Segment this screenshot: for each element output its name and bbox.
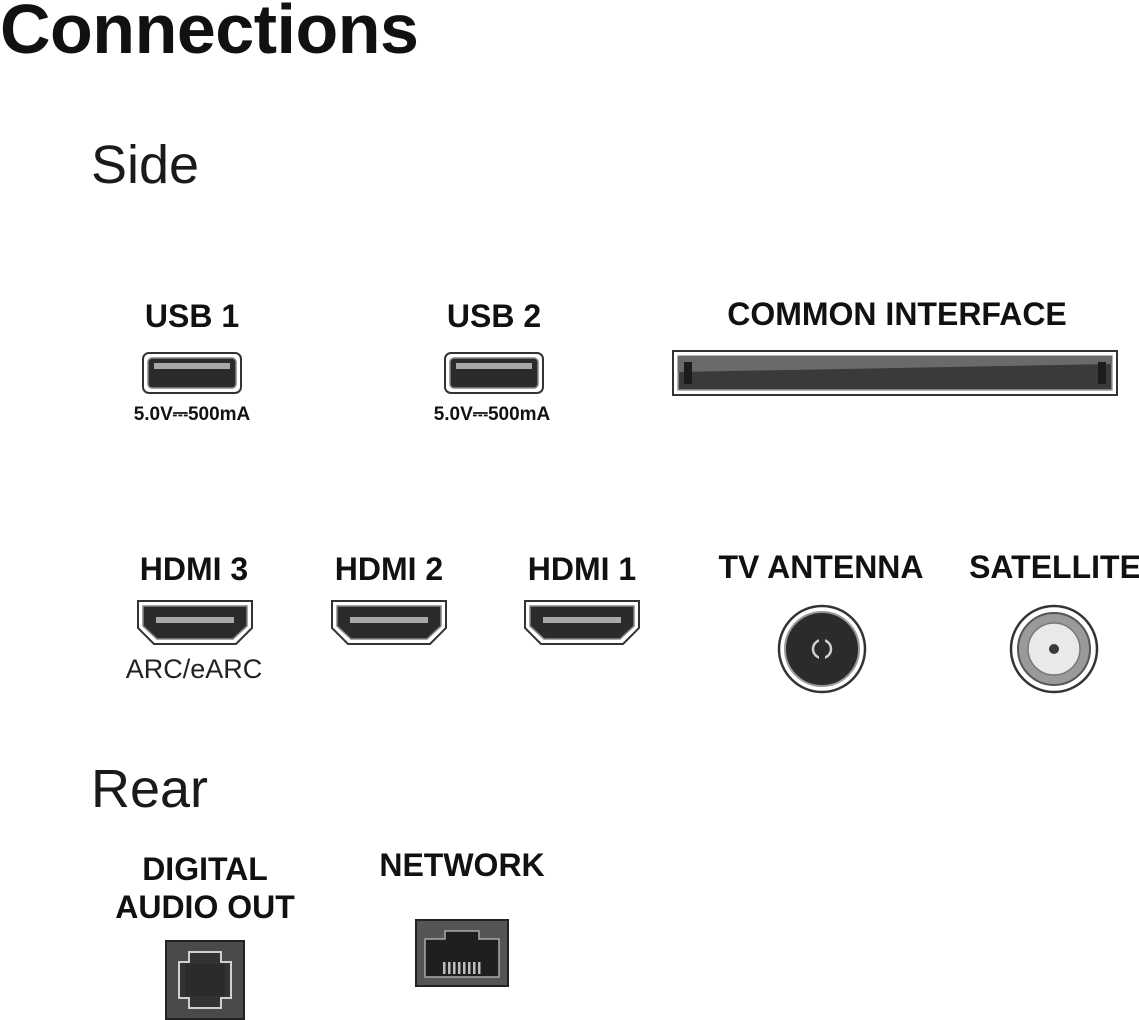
ci-label: COMMON INTERFACE — [727, 296, 1067, 332]
usb-port-icon — [142, 352, 242, 394]
hdmi3-label: HDMI 3 — [139, 551, 249, 587]
optical-audio-port-icon — [165, 940, 245, 1020]
ci-slot-icon — [672, 350, 1118, 396]
network-label: NETWORK — [379, 847, 545, 883]
ethernet-port-icon — [415, 919, 509, 987]
digital-audio-label: DIGITAL AUDIO OUT — [115, 851, 295, 927]
hdmi2-label: HDMI 2 — [334, 551, 444, 587]
antenna-port-icon — [777, 604, 867, 694]
satellite-port-icon — [1009, 604, 1099, 694]
antenna-label: TV ANTENNA — [718, 549, 924, 585]
usb1-spec: 5.0V⎓500mA — [133, 404, 251, 425]
hdmi-port-icon — [331, 600, 447, 645]
section-rear-heading: Rear — [91, 759, 209, 819]
hdmi1-label: HDMI 1 — [527, 551, 637, 587]
usb1-label: USB 1 — [144, 298, 240, 334]
section-side-heading: Side — [91, 135, 200, 195]
digital-audio-label-line1: DIGITAL — [142, 851, 268, 887]
hdmi-port-icon — [137, 600, 253, 645]
usb-port-icon — [444, 352, 544, 394]
satellite-label: SATELLITE — [969, 549, 1139, 585]
digital-audio-label-line2: AUDIO OUT — [115, 888, 295, 925]
hdmi-port-icon — [524, 600, 640, 645]
usb2-spec: 5.0V⎓500mA — [433, 404, 551, 425]
hdmi3-arc-label: ARC/eARC — [125, 654, 263, 684]
page-title: Connections — [0, 0, 419, 68]
usb2-label: USB 2 — [446, 298, 542, 334]
